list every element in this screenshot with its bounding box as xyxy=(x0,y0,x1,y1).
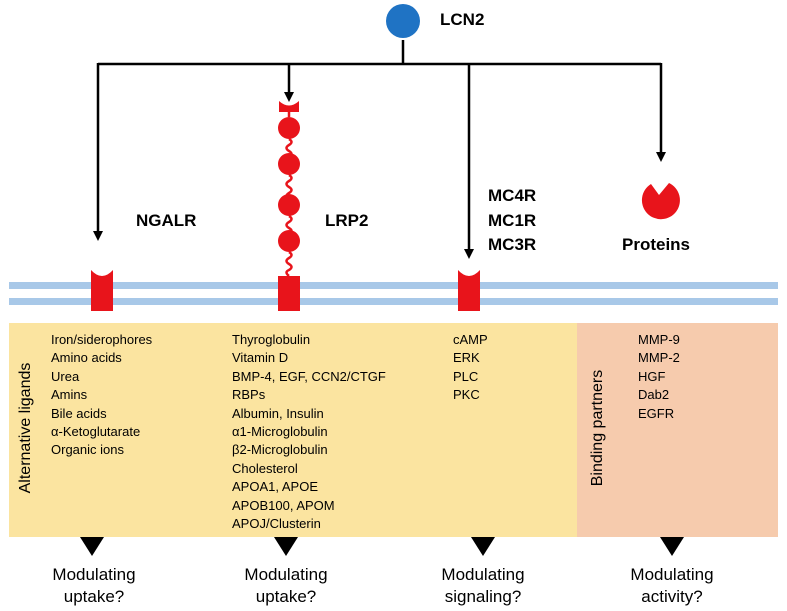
list-item: α1-Microglobulin xyxy=(232,424,328,440)
ngalr-receptor-icon xyxy=(91,270,113,311)
list-item: Thyroglobulin xyxy=(232,332,311,347)
list-item: β2-Microglobulin xyxy=(232,442,328,458)
list-item: MMP-2 xyxy=(638,350,680,366)
list-item: MMP-9 xyxy=(638,332,680,347)
branch-lines xyxy=(93,40,666,259)
list-item: Amino acids xyxy=(51,350,122,366)
lrp2-label: LRP2 xyxy=(325,211,369,230)
outcome-ngalr: Modulating uptake? xyxy=(14,564,174,608)
lrp2-receptor-icon xyxy=(278,101,300,311)
binding-partner-list: MMP-9 MMP-2 HGF Dab2 EGFR xyxy=(638,331,680,423)
mc1r-label: MC1R xyxy=(488,211,537,230)
protein-icon xyxy=(641,183,680,220)
list-item: PLC xyxy=(453,368,479,384)
list-item: HGF xyxy=(638,368,666,384)
mcr-receptor-icon xyxy=(458,270,480,311)
list-item: Albumin, Insulin xyxy=(232,405,324,421)
list-item: Vitamin D xyxy=(232,350,289,366)
proteins-label: Proteins xyxy=(622,235,691,254)
mcr-signal-list: cAMP ERK PLC PKC xyxy=(453,331,488,405)
list-item: RBPs xyxy=(232,387,266,403)
outcome-line1: Modulating xyxy=(630,565,714,584)
ngalr-label: NGALR xyxy=(136,211,197,230)
alternative-ligands-title: Alternative ligands xyxy=(17,362,34,494)
alternative-ligands-panel xyxy=(9,323,577,537)
outcome-mcr: Modulating signaling? xyxy=(403,564,563,608)
ngalr-ligand-list: Iron/siderophores Amino acids Urea Amins… xyxy=(51,331,152,460)
list-item: APOB100, APOM xyxy=(232,497,335,513)
list-item: Cholesterol xyxy=(232,460,298,476)
outcome-line1: Modulating xyxy=(52,565,136,584)
lrp2-ligand-list: Thyroglobulin Vitamin D BMP-4, EGF, CCN2… xyxy=(232,331,386,533)
list-item: Amins xyxy=(51,387,88,403)
mc3r-label: MC3R xyxy=(488,235,537,254)
list-item: Organic ions xyxy=(51,442,124,458)
outcome-line2: signaling? xyxy=(444,587,522,606)
list-item: APOA1, APOE xyxy=(232,479,318,495)
list-item: BMP-4, EGF, CCN2/CTGF xyxy=(232,368,386,384)
mc4r-label: MC4R xyxy=(488,186,537,205)
list-item: ERK xyxy=(453,350,480,366)
outcome-line1: Modulating xyxy=(244,565,328,584)
outcome-triangles xyxy=(80,537,684,556)
list-item: Urea xyxy=(51,368,80,384)
list-item: α-Ketoglutarate xyxy=(51,424,141,440)
outcome-line1: Modulating xyxy=(441,565,525,584)
outcome-line2: activity? xyxy=(641,587,703,606)
binding-partners-panel xyxy=(577,323,778,537)
outcome-proteins: Modulating activity? xyxy=(592,564,752,608)
lcn2-circle-icon xyxy=(386,4,420,38)
list-item: Iron/siderophores xyxy=(51,332,153,347)
list-item: APOJ/Clusterin xyxy=(232,516,321,532)
list-item: cAMP xyxy=(453,332,488,347)
list-item: Dab2 xyxy=(638,387,670,403)
outcome-line2: uptake? xyxy=(255,587,317,606)
lrp2-linker xyxy=(285,112,293,277)
outcome-line2: uptake? xyxy=(63,587,125,606)
list-item: PKC xyxy=(453,387,480,403)
binding-partners-title: Binding partners xyxy=(589,369,606,487)
list-item: EGFR xyxy=(638,405,675,421)
list-item: Bile acids xyxy=(51,405,107,421)
outcome-lrp2: Modulating uptake? xyxy=(206,564,366,608)
cell-membrane xyxy=(9,282,778,305)
lcn2-label: LCN2 xyxy=(440,10,485,29)
